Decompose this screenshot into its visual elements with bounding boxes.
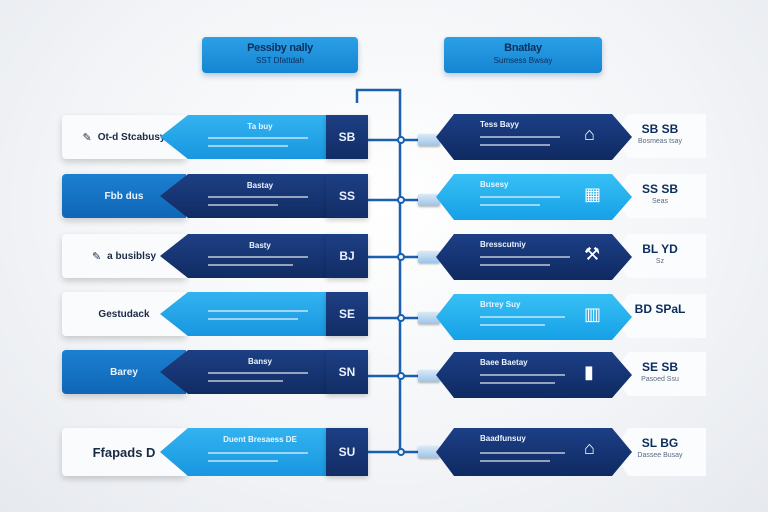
right-card-1-value: SB SB [641,122,679,136]
left-tab-5: SN [326,350,368,394]
right-panel-2-title: Busesy [480,180,509,189]
right-panel-5: Baee Baetay ▮ [436,352,632,398]
left-panel-5-title: Bansy [247,357,272,366]
left-tab-5-value: SN [338,365,356,379]
left-tab-2: SS [326,174,368,218]
left-panel-1-title: Ta buy [247,122,273,131]
left-card-3-label: a busiblsy [107,250,157,262]
left-tab-1: SB [326,115,368,159]
left-tab-6-value: SU [338,445,356,459]
right-panel-6-title: Baadfunsuy [480,434,526,443]
left-panel-3-title: Basty [249,241,271,250]
right-card-3-value: BL YD [642,242,678,256]
right-card-1-sub: Bosmeas tsay [638,138,682,145]
connector-dot [397,372,405,380]
right-panel-5-title: Baee Baetay [480,358,528,367]
right-card-3-sub: Sz [655,258,665,265]
left-tab-4-value: SE [338,307,355,321]
left-card-5-label: Barey [110,366,138,378]
right-panel-6: Baadfunsuy ⌂ [436,428,632,476]
left-panel-2-title: Bastay [246,181,274,190]
left-tab-3: BJ [326,234,368,278]
left-card-2-label: Fbb dus [104,190,144,202]
house-icon: ⌂ [584,124,595,144]
right-card-6-sub: Dassee Busay [637,452,683,459]
left-panel-6-title: Duent Bresaess DE [223,435,297,444]
right-card-2-sub: Seas [652,198,668,205]
left-tab-2-value: SS [338,189,355,203]
right-panel-4-title: Brtrey Suy [480,300,521,309]
left-panel-6: Duent Bresaess DE [160,428,330,476]
plug-icon [418,312,440,324]
left-panel-2: Bastay [160,174,330,218]
right-panel-1-title: Tess Bayy [480,120,519,129]
plug-icon [418,370,440,382]
right-card-4-value: BD SPaL [634,302,686,316]
left-tab-3-value: BJ [339,249,355,263]
chart-icon: ▮ [584,362,594,382]
left-panel-3: Basty [160,234,330,278]
building-icon: ▦ [584,184,602,204]
right-card-5-value: SE SB [641,360,678,374]
connector-dot [397,253,405,261]
left-card-6-label: Ffapads D [92,444,156,460]
left-header-title: Pessiby nally [247,42,313,54]
left-tab-4: SE [326,292,368,336]
right-panel-1: Tess Bayy ⌂ [436,114,632,160]
right-header-title: Bnatlay [504,42,542,54]
right-card-5-sub: Pasoed Ssu [641,376,679,383]
right-card-2-value: SS SB [641,182,678,196]
pencil-icon: ✎ [82,131,92,144]
connector-dot [397,448,405,456]
tools-icon: ⚒ [584,244,601,264]
left-card-4-label: Gestudack [98,308,150,320]
right-header: Bnatlay Sumsess Bwsay [444,37,602,73]
connector-dot [397,136,405,144]
plug-icon [418,446,440,458]
left-panel-5: Bansy [160,350,330,394]
left-panel-4 [160,292,330,336]
left-tab-6: SU [326,428,368,476]
factory-icon: ▥ [584,304,602,324]
left-card-1-label: Ot-d Stcabusy [97,131,166,143]
left-header-subtitle: SST Dfattdah [256,56,304,65]
plug-icon [418,194,440,206]
right-header-subtitle: Sumsess Bwsay [493,56,553,65]
home-icon: ⌂ [584,438,595,458]
plug-icon [418,251,440,263]
right-panel-2: Busesy ▦ [436,174,632,220]
right-card-2[interactable]: SS SB Seas [614,174,706,218]
connector-dot [397,314,405,322]
left-tab-1-value: SB [338,130,356,144]
left-header: Pessiby nally SST Dfattdah [202,37,358,73]
right-panel-3: Bresscutniy ⚒ [436,234,632,280]
right-card-6-value: SL BG [641,436,679,450]
left-panel-1: Ta buy [160,115,330,159]
plug-icon [418,134,440,146]
pencil-icon: ✎ [91,250,102,263]
right-panel-4: Brtrey Suy ▥ [436,294,632,340]
right-panel-3-title: Bresscutniy [480,240,526,249]
connector-dot [397,196,405,204]
right-card-1[interactable]: SB SB Bosmeas tsay [614,114,706,158]
